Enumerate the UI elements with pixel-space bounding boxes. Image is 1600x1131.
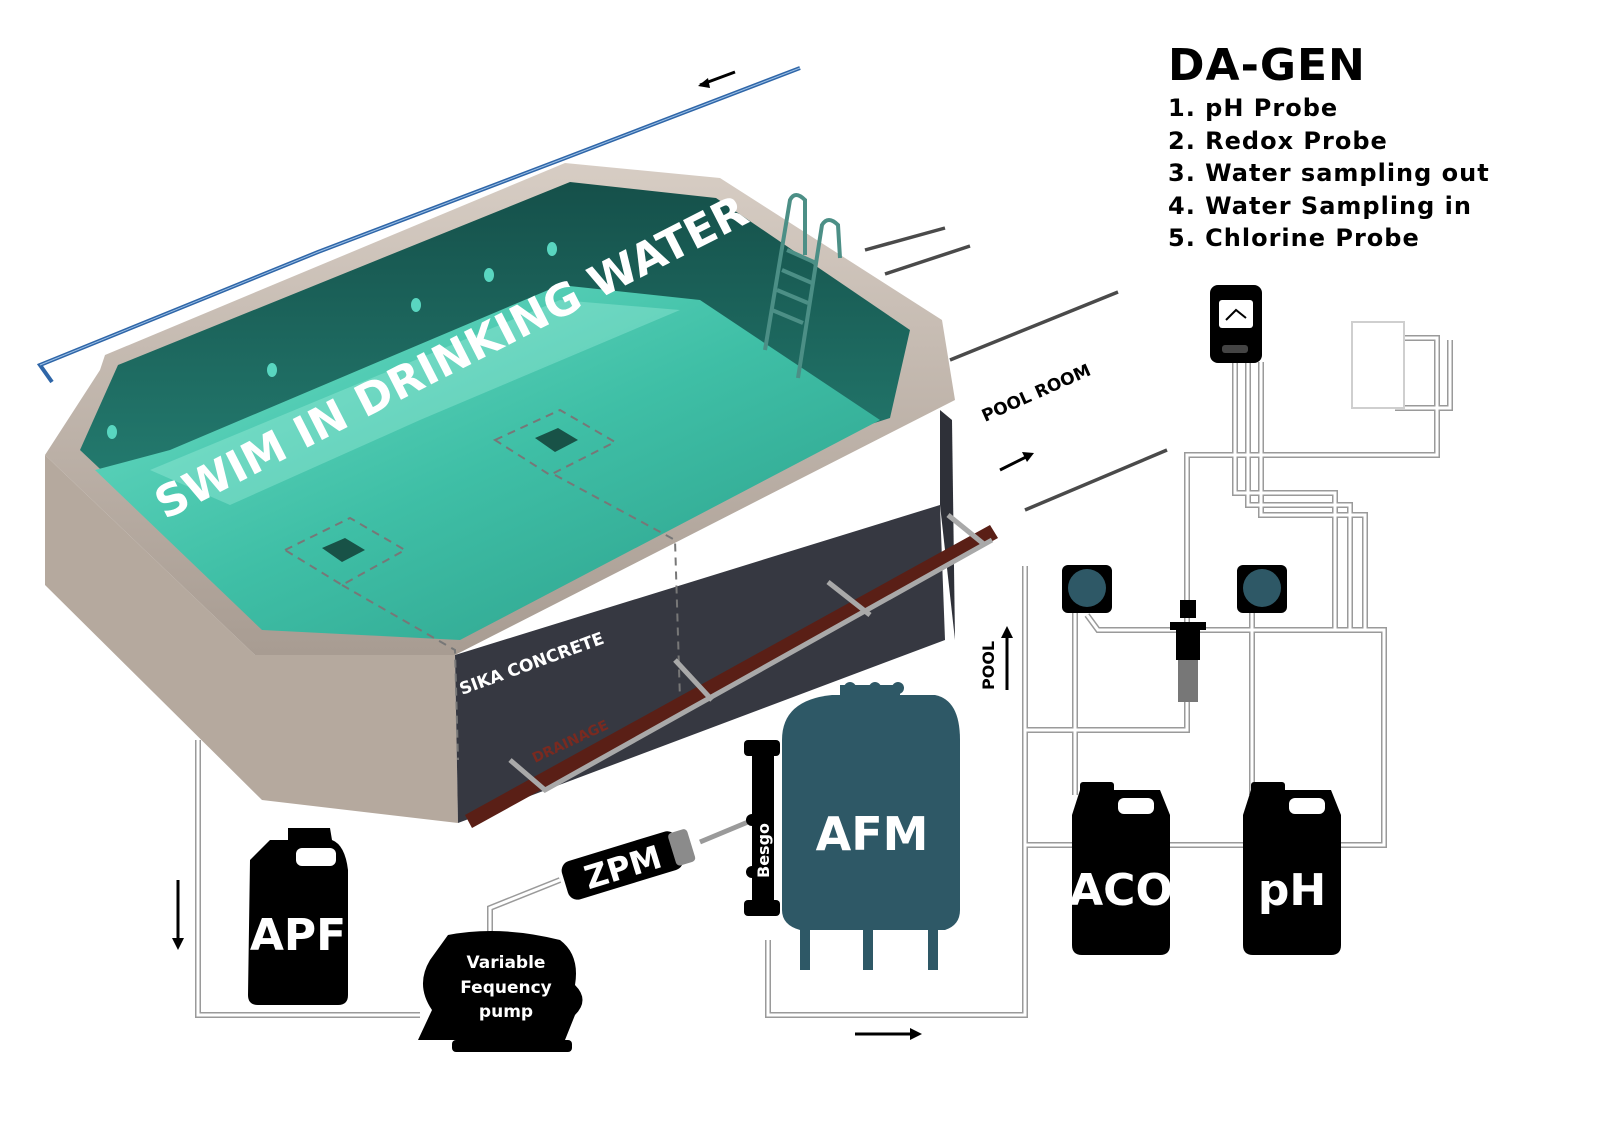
pool-ladder	[763, 193, 842, 379]
legend-item-ph-probe: 1. pH Probe	[1168, 94, 1339, 122]
flow-arrow-head-icon	[698, 78, 710, 88]
apf-canister: APF	[248, 828, 348, 1005]
floor-drain-1	[492, 408, 618, 477]
down-arrow-head-icon	[172, 938, 184, 950]
zpm-label: ZPM	[580, 838, 666, 897]
pool	[45, 163, 955, 823]
pool-wall-lights	[107, 242, 557, 439]
legend-item-water-sampling-in: 4. Water Sampling in	[1168, 191, 1472, 220]
besgo-label: Besgo	[754, 823, 773, 878]
afm-label: AFM	[816, 807, 929, 861]
return-pipe-blue	[36, 66, 801, 384]
zpm-to-besgo-pipe	[699, 819, 749, 845]
pool-label: POOL	[979, 641, 998, 690]
dagen-controller	[1210, 285, 1262, 363]
pool-room-pipes	[864, 226, 1168, 512]
pool-wall-right	[940, 410, 955, 640]
besgo-valve: Besgo	[744, 740, 780, 916]
probe-holder	[1170, 600, 1206, 702]
pump-label-line3: pump	[479, 1002, 533, 1022]
pool-room-label: POOL ROOM	[979, 361, 1094, 427]
pool-outer-wall	[45, 455, 458, 823]
pool-outer-wall-dark	[455, 505, 945, 823]
apf-label: APF	[250, 910, 346, 961]
dagen-legend: DA-GEN 1. pH Probe 2. Redox Probe 3. Wat…	[1168, 40, 1490, 255]
variable-frequency-pump: Variable Fequency pump	[418, 931, 583, 1052]
legend-item-chlorine-probe: 5. Chlorine Probe	[1168, 224, 1420, 252]
pool-water-highlight	[150, 300, 680, 505]
drain-dashed-line	[554, 474, 681, 701]
drain-dashed-line-2	[341, 584, 459, 761]
ph-label: pH	[1258, 865, 1326, 916]
aco-canister: ACO	[1069, 782, 1173, 955]
pool-water	[95, 285, 880, 640]
afm-tank: AFM	[782, 682, 960, 970]
floor-drain-2	[282, 516, 408, 587]
pump-label-line1: Variable	[467, 953, 546, 973]
legend-item-water-sampling-out: 3. Water sampling out	[1168, 159, 1490, 187]
legend-list: 1. pH Probe 2. Redox Probe 3. Water samp…	[1168, 92, 1490, 255]
legend-item-redox-probe: 2. Redox Probe	[1168, 126, 1388, 155]
sampling-box	[1351, 321, 1405, 409]
ph-canister: pH	[1243, 782, 1341, 955]
pump-label-line2: Fequency	[460, 978, 552, 998]
pool-room-arrow-head-icon	[1022, 452, 1034, 462]
right-arrow-head-icon	[910, 1028, 922, 1040]
drainage-channel	[465, 513, 998, 828]
aco-label: ACO	[1069, 865, 1173, 916]
zpm-unit: ZPM	[561, 829, 696, 900]
pool-up-arrow-head-icon	[1001, 626, 1013, 638]
dosing-pump-ph	[1237, 565, 1287, 613]
legend-title: DA-GEN	[1168, 40, 1366, 91]
dosing-pump-aco	[1062, 565, 1112, 613]
